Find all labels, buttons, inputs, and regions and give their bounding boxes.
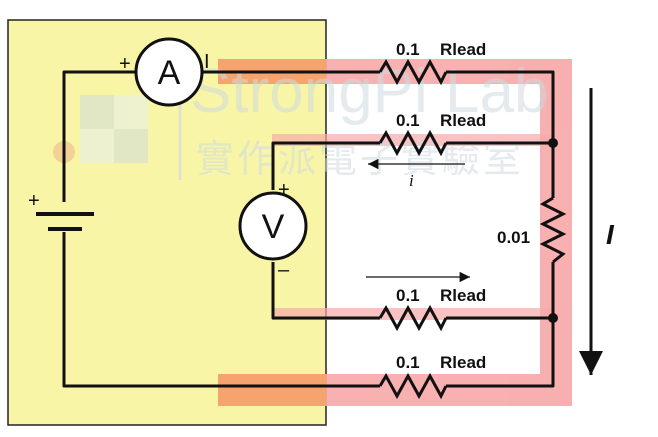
junction-dot — [548, 313, 558, 323]
main-current-label: I — [606, 219, 615, 250]
ammeter: A — [134, 37, 204, 107]
lead-resistor-1-name: Rlead — [440, 40, 486, 59]
lead-resistor-3-name: Rlead — [440, 286, 486, 305]
watermark-brand: StrongPi Lab — [190, 57, 548, 126]
ammeter-minus-label: I — [204, 51, 210, 73]
lead-resistor-3 — [378, 304, 448, 332]
sample-resistor-value: 0.01 — [497, 228, 530, 247]
lead-resistor-2-name: Rlead — [440, 111, 486, 130]
battery-symbol — [36, 212, 94, 231]
ammeter-symbol: A — [158, 54, 181, 92]
lead-resistor-4-value: 0.1 — [396, 353, 420, 372]
junction-dot — [548, 138, 558, 148]
watermark-subtitle: 實作派電子實驗室 — [196, 139, 524, 181]
battery-plus-label: + — [28, 190, 40, 212]
voltmeter: V — [238, 191, 308, 261]
lead-resistor-3-value: 0.1 — [396, 286, 420, 305]
watermark-logo — [53, 95, 148, 163]
lead-resistor-4-name: Rlead — [440, 353, 486, 372]
wires — [62, 70, 555, 388]
lead-resistor-1-value: 0.1 — [396, 40, 420, 59]
lead-resistor-2-value: 0.1 — [396, 111, 420, 130]
voltmeter-minus-label: – — [278, 259, 290, 281]
lead-resistor-4 — [378, 372, 448, 400]
sample-resistor — [539, 196, 567, 264]
voltmeter-symbol: V — [262, 208, 285, 246]
lead-resistor-2 — [378, 129, 448, 157]
ammeter-plus-label: + — [119, 53, 131, 75]
small-current-label: i — [409, 171, 414, 190]
lead-resistor-1 — [378, 58, 448, 86]
voltmeter-plus-label: + — [278, 179, 290, 201]
watermark: StrongPi Lab 實作派電子實驗室 — [53, 57, 548, 181]
